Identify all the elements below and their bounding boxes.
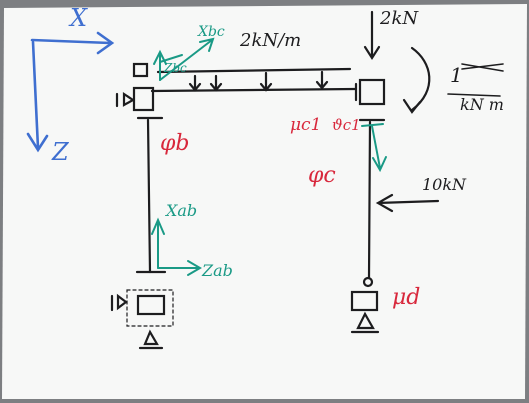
dist-load-arrow [188,74,202,92]
theta-c1-label: ϑc1 [332,116,361,134]
paper-sheet [2,4,527,399]
horizontal-load-label: 10kN [422,175,467,194]
dist-load-arrow [259,71,273,92]
xbc-arrow [159,37,215,81]
zab-label: Zab [201,261,233,280]
crossed-out-value [461,63,504,72]
joint-c [358,78,386,106]
dist-load-arrow [315,70,329,90]
local-arrows-c [361,123,387,173]
zbc-label: Zbc [163,61,187,75]
x-axis-arrow [30,38,112,45]
support-a-pin [116,293,128,311]
hinge-b-top [132,62,149,78]
local-axes-ab [151,217,202,276]
support-a-roller [143,329,159,346]
load-baseline [156,67,352,74]
x-axis-label: X [68,4,88,32]
z-axis-label: Z [51,138,70,166]
column-ab [146,118,152,274]
global-axes [26,31,115,153]
z-axis-arrowhead [26,132,49,153]
horizontal-load-arrow [375,193,440,213]
xab-label: Xab [164,201,197,220]
support-d-roller [356,311,375,330]
xbc-label: Xbc [197,24,225,40]
support-a-box [136,294,166,316]
support-a-dashed [126,289,174,327]
moment-unit: kN m [460,95,504,114]
phi-b-label: φb [160,131,190,156]
distributed-load-label: 2kN/m [239,30,301,51]
local-axes-bc [153,37,215,81]
c-tick [361,123,384,127]
moment-arrowhead [402,98,422,114]
support-b [122,91,136,107]
zbc-tick [159,54,183,63]
phi-c-label: φc [308,163,336,188]
xab-arrow [151,217,165,269]
joint-b [132,86,155,112]
column-cd [367,120,372,280]
z-axis-arrow [31,40,40,150]
zab-arrow [157,260,202,276]
point-load-arrow [363,10,381,61]
hinge-d [362,276,374,288]
dist-load-arrow [209,74,223,92]
frame-structure [110,10,504,350]
c-down-arrow [371,125,387,173]
moment-fraction-line [447,93,501,97]
mu-d-label: μd [392,285,420,310]
mu-c1-label: μc1 [290,115,321,135]
moment-value: 1 [450,63,463,87]
support-d-box [350,290,379,312]
x-axis-arrowhead [96,31,115,55]
beam-bottom-line [150,87,357,93]
point-load-label: 2kN [379,8,419,29]
